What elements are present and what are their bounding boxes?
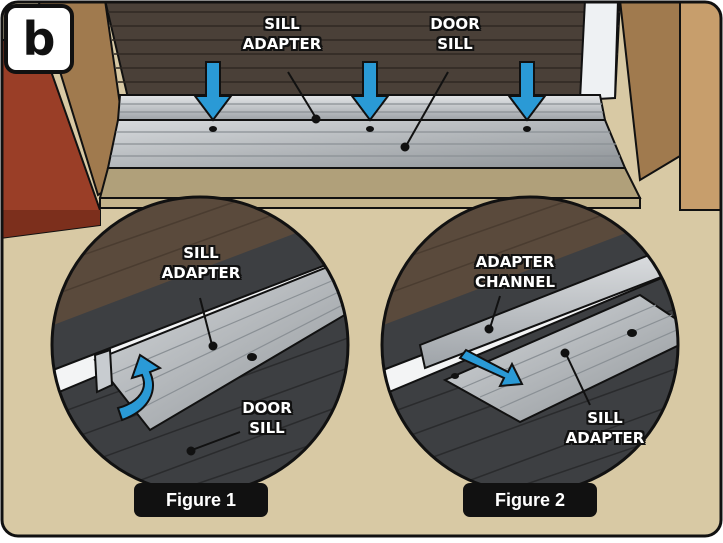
callout-line: SILL xyxy=(249,419,285,437)
figure-2-leaders xyxy=(484,295,591,406)
figure-2-detail xyxy=(382,197,678,493)
callout-line: ADAPTER xyxy=(242,35,322,53)
step-badge: b xyxy=(4,4,74,74)
door-glass-edge xyxy=(578,2,620,102)
callout-sill-adapter-fig1: SILL ADAPTER xyxy=(156,243,246,283)
screw-holes xyxy=(209,126,531,132)
callout-line: SILL xyxy=(587,409,623,427)
figure-1-caption: Figure 1 xyxy=(134,483,268,517)
callout-line: ADAPTER xyxy=(565,429,645,447)
figure-1-leaders xyxy=(186,297,241,456)
callout-line: DOOR xyxy=(242,399,292,417)
wall-trim xyxy=(679,2,721,211)
callout-line: SILL xyxy=(264,15,300,33)
threshold-edge xyxy=(99,197,641,209)
figure-2-caption: Figure 2 xyxy=(463,483,597,517)
callout-line: ADAPTER xyxy=(475,253,555,271)
brick-column-base xyxy=(2,210,100,238)
callout-line: SILL xyxy=(437,35,473,53)
callout-line: ADAPTER xyxy=(161,264,241,282)
callout-door-sill-fig1: DOOR SILL xyxy=(232,398,302,438)
top-leaders xyxy=(287,71,449,152)
callout-door-sill-top: DOOR SILL xyxy=(420,14,490,54)
callout-adapter-channel: ADAPTER CHANNEL xyxy=(470,252,560,292)
screw-arrows xyxy=(193,61,547,122)
callout-line: DOOR xyxy=(430,15,480,33)
callout-sill-adapter-top: SILL ADAPTER xyxy=(242,14,322,54)
callout-line: CHANNEL xyxy=(474,273,556,291)
callout-sill-adapter-fig2: SILL ADAPTER xyxy=(560,408,650,448)
threshold-step xyxy=(98,167,642,199)
callout-line: SILL xyxy=(183,244,219,262)
